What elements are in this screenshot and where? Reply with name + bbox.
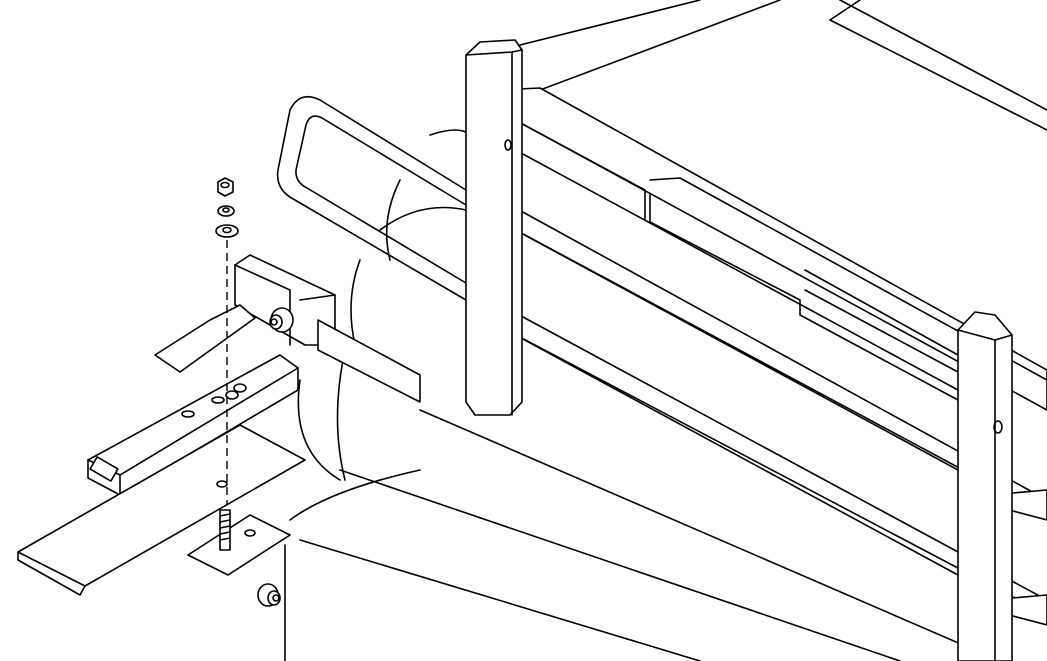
bolt-icon[interactable] <box>257 583 281 607</box>
lock-washer-icon[interactable] <box>217 205 235 217</box>
left-post[interactable] <box>465 39 523 416</box>
bed-rail-plate <box>17 424 306 596</box>
mounting-bracket[interactable] <box>87 254 421 496</box>
stud-plate[interactable] <box>187 509 291 576</box>
flat-washer-icon[interactable] <box>215 224 239 238</box>
nut-icon[interactable] <box>217 177 234 197</box>
bolt-icon[interactable] <box>269 307 294 333</box>
right-post[interactable] <box>957 311 1013 661</box>
bracket-label <box>89 456 119 482</box>
rounded-frame <box>276 95 467 301</box>
rails <box>496 87 1047 626</box>
